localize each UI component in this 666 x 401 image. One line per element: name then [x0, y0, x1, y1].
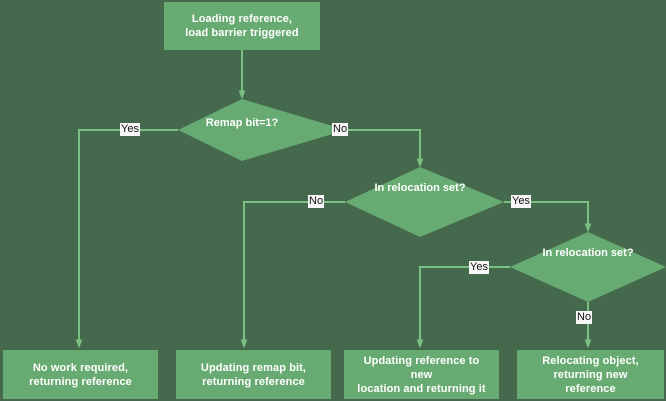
node-result-no-work[interactable]: No work required, returning reference — [3, 350, 158, 399]
node-result-relocating-object-line2: returning new reference — [553, 368, 628, 395]
node-start-line1: Loading reference, — [191, 13, 293, 25]
node-result-updating-reference-line2: location and returning it — [357, 382, 486, 395]
edge-remap-yes — [75, 129, 178, 349]
node-result-relocating-object-line1: Relocating object, — [542, 354, 639, 367]
decision-remap-bit-shape — [178, 99, 346, 161]
edge-reloc1-no — [240, 201, 345, 349]
node-result-updating-reference-line1: Updating reference to new — [363, 354, 480, 381]
node-result-updating-remap-bit[interactable]: Updating remap bit, returning reference — [176, 350, 331, 399]
node-result-no-work-line2: returning reference — [29, 375, 132, 388]
node-result-updating-reference-text: Updating reference to new location and r… — [344, 354, 499, 396]
decision-in-relocation-set-1-shape — [345, 167, 504, 237]
edge-label-reloc1-no: No — [308, 195, 325, 208]
node-result-updating-remap-bit-line2: returning reference — [202, 375, 305, 388]
edge-label-reloc1-yes: Yes — [511, 195, 531, 208]
edge-label-remap-no: No — [332, 123, 349, 136]
node-result-no-work-text: No work required, returning reference — [17, 361, 144, 389]
node-start-text: Loading reference, load barrier triggere… — [173, 12, 310, 40]
edge-reloc2-yes — [416, 266, 510, 349]
node-result-relocating-object[interactable]: Relocating object, returning new referen… — [517, 350, 664, 399]
node-result-updating-reference[interactable]: Updating reference to new location and r… — [344, 350, 499, 399]
decision-in-relocation-set-2-shape — [510, 232, 666, 302]
node-result-updating-remap-bit-text: Updating remap bit, returning reference — [189, 361, 318, 389]
edge-reloc1-yes — [504, 201, 592, 233]
node-result-updating-remap-bit-line1: Updating remap bit, — [200, 361, 307, 374]
edge-remap-no — [346, 129, 424, 168]
node-start-line2: load barrier triggered — [185, 27, 299, 39]
edge-label-reloc2-no: No — [576, 311, 593, 324]
node-result-relocating-object-text: Relocating object, returning new referen… — [517, 354, 664, 396]
node-start[interactable]: Loading reference, load barrier triggere… — [164, 2, 320, 50]
edge-label-reloc2-yes: Yes — [469, 261, 489, 274]
node-result-no-work-line1: No work required, — [32, 361, 129, 374]
edge-label-remap-yes: Yes — [120, 123, 140, 136]
